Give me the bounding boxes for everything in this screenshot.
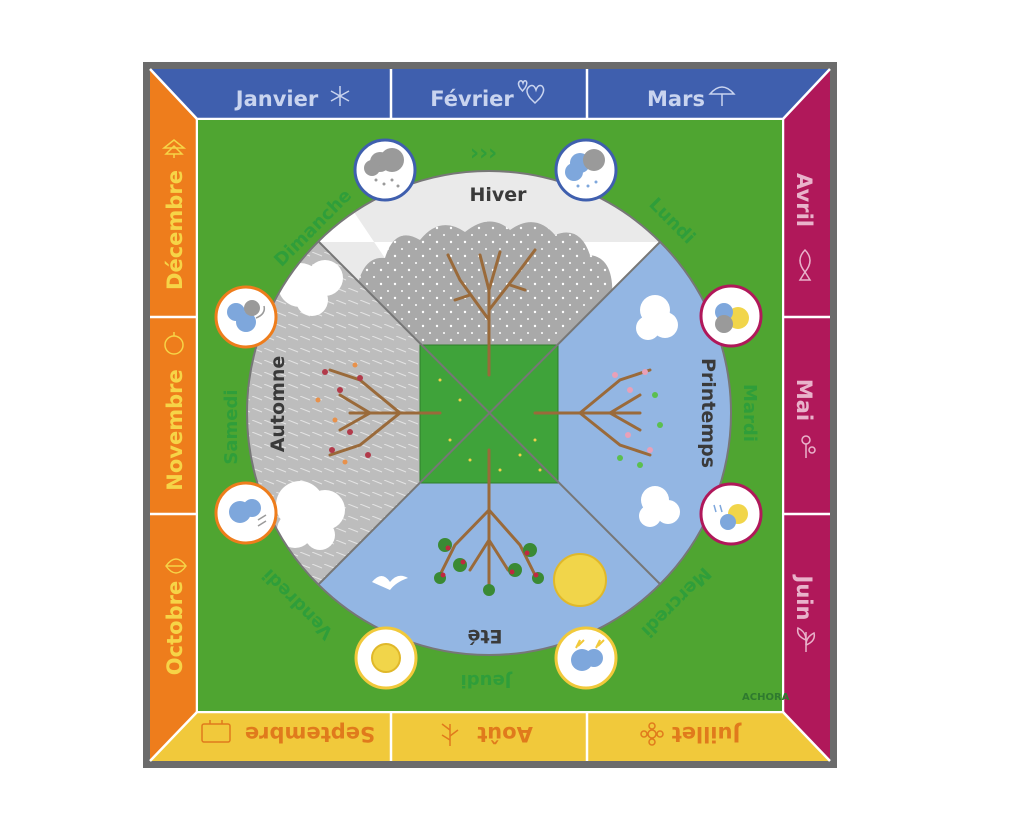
season-printemps: Printemps	[697, 358, 719, 468]
winter-tree	[446, 248, 537, 377]
weather-circle-winter-1	[353, 138, 417, 202]
umbrella-icon	[708, 86, 736, 106]
month-avril: Avril	[792, 173, 816, 227]
right-band	[783, 69, 830, 761]
month-aout: Août	[477, 722, 533, 746]
weather-circle-spring-1	[699, 284, 763, 348]
month-decembre: Décembre	[163, 170, 187, 290]
bird-icon	[372, 575, 408, 590]
sprout-icon	[796, 626, 816, 652]
spring-tree	[533, 368, 652, 457]
season-automne: Automne	[267, 356, 289, 453]
fish-icon	[798, 248, 812, 281]
pumpkin-icon	[164, 332, 184, 355]
sun-icon	[553, 553, 607, 607]
suitcase-icon	[201, 720, 231, 743]
day-mardi: Mardi	[739, 384, 760, 442]
flower-icon	[640, 722, 664, 746]
flowers-icon	[801, 435, 816, 458]
left-band	[150, 69, 197, 761]
month-juillet: Juillet	[672, 722, 743, 746]
direction-arrows: ›››	[470, 141, 497, 166]
winter-quadrant	[319, 171, 660, 413]
day-jeudi: Jeudi	[461, 670, 514, 691]
season-hiver: Hiver	[469, 184, 527, 206]
month-novembre: Novembre	[163, 369, 187, 490]
day-samedi: Samedi	[221, 389, 242, 464]
weather-circle-winter-2	[554, 138, 618, 202]
brand-logo: ACHORA	[742, 692, 790, 703]
weather-circle-summer-1	[354, 626, 418, 690]
snowflake-icon	[330, 86, 350, 106]
weather-circle-summer-2	[554, 626, 618, 690]
weather-circle-autumn-1	[214, 481, 278, 545]
fir-tree-icon	[161, 139, 187, 158]
month-janvier: Janvier	[234, 87, 319, 111]
summer-tree	[438, 448, 537, 587]
weather-circle-spring-2	[699, 482, 763, 546]
top-band	[150, 69, 830, 119]
month-octobre: Octobre	[163, 581, 187, 675]
month-mai: Mai	[792, 379, 816, 421]
wheat-icon	[441, 723, 459, 746]
hearts-icon	[517, 80, 545, 105]
weather-circle-autumn-2	[214, 285, 278, 349]
autumn-tree	[328, 368, 442, 457]
month-septembre: Septembre	[245, 722, 375, 746]
season-ete: Eté	[468, 625, 503, 647]
month-fevrier: Février	[430, 87, 514, 111]
leaf-icon	[165, 558, 187, 574]
bottom-band	[150, 712, 830, 761]
month-mars: Mars	[647, 87, 705, 111]
month-juin: Juin	[792, 574, 816, 621]
